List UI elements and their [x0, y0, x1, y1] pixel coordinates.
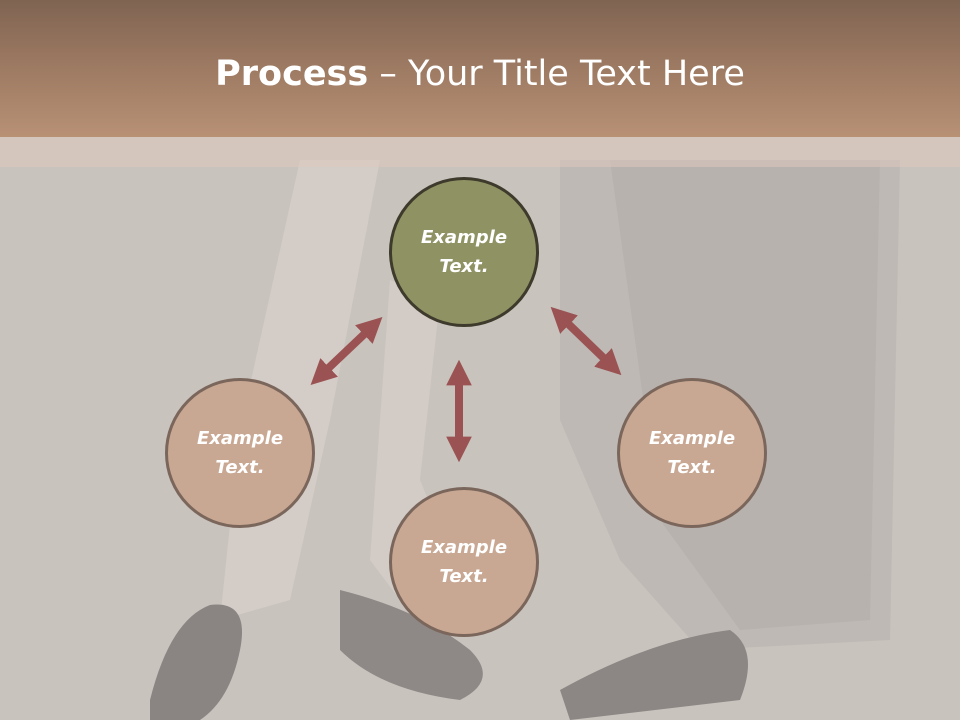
arrow-top-left [310, 316, 383, 386]
process-node-top-label: Example Text. [420, 227, 508, 277]
title-accent-strip [0, 137, 960, 167]
process-node-bottom: Example Text. [389, 487, 539, 637]
slide-title: Process – Your Title Text Here [0, 52, 960, 96]
title-band [0, 0, 960, 137]
title-bold: Process [215, 54, 369, 94]
process-node-left: Example Text. [165, 378, 315, 528]
process-node-right-label: Example Text. [648, 428, 736, 478]
process-node-right: Example Text. [617, 378, 767, 528]
title-rest: – Your Title Text Here [368, 54, 745, 94]
process-node-top: Example Text. [389, 177, 539, 327]
process-node-left-label: Example Text. [196, 428, 284, 478]
process-node-bottom-label: Example Text. [420, 537, 508, 587]
arrow-top-right [550, 306, 622, 376]
